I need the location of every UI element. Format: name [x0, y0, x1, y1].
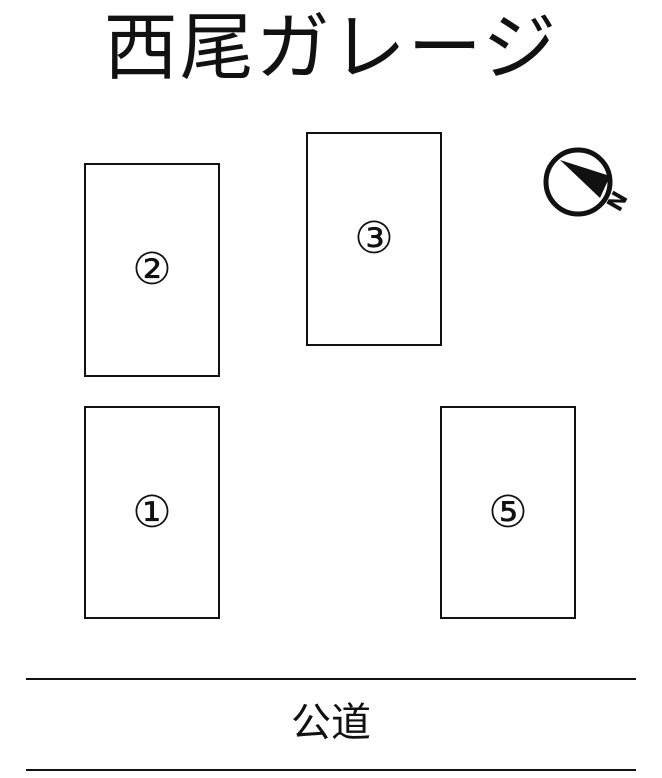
- parking-space-label: ②: [132, 244, 172, 295]
- parking-space-label: ⑤: [488, 486, 528, 538]
- parking-space-2: ②: [84, 163, 220, 377]
- road-edge-top: [26, 678, 636, 680]
- parking-space-label: ③: [354, 213, 394, 264]
- parking-space-3: ③: [306, 132, 442, 346]
- north-arrow-icon: N: [543, 147, 628, 217]
- parking-space-5: ⑤: [440, 406, 576, 619]
- page-title: 西尾ガレージ: [103, 5, 559, 91]
- parking-space-label: ①: [132, 486, 172, 538]
- parking-space-1: ①: [84, 406, 220, 619]
- road-edge-bottom: [26, 769, 636, 771]
- public-road-label: 公道: [291, 700, 371, 746]
